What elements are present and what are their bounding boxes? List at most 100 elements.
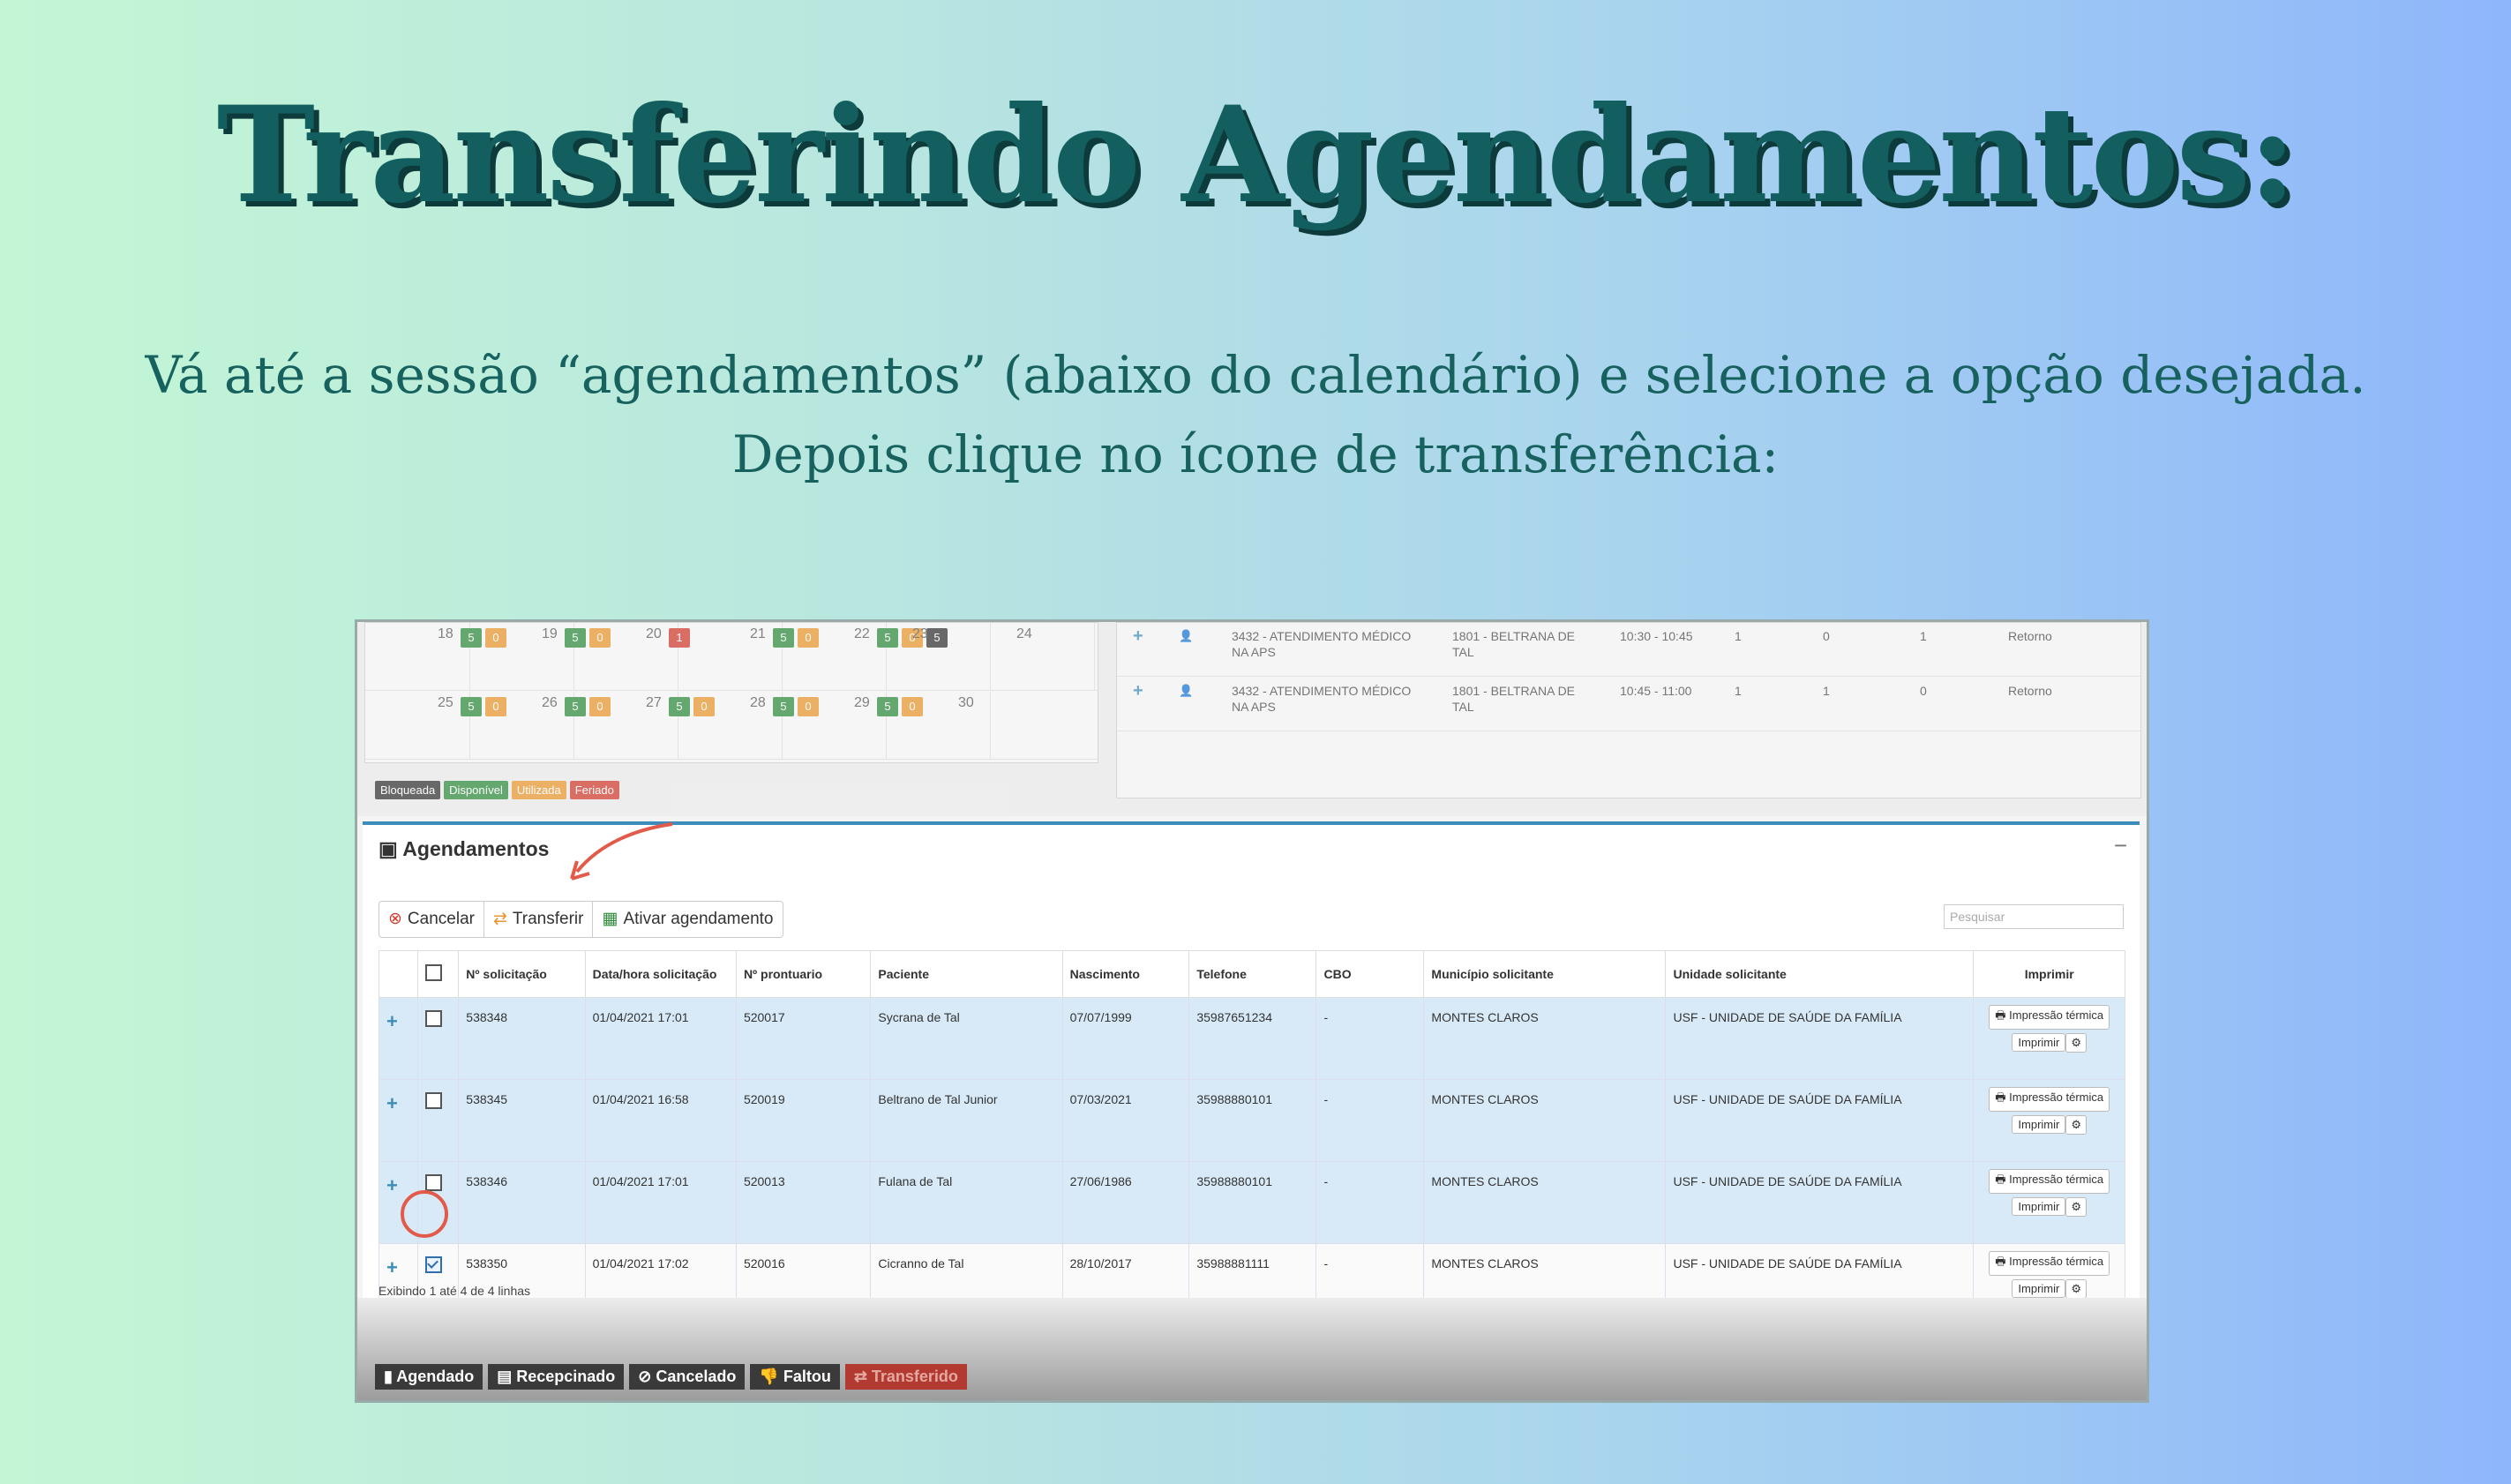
table-cell: 538346: [458, 1161, 586, 1244]
column-header[interactable]: Imprimir: [1973, 950, 2125, 998]
availability-badge: 5: [565, 697, 586, 716]
activate-label: Ativar agendamento: [623, 910, 774, 928]
calendar-day[interactable]: 30: [886, 692, 991, 759]
column-header[interactable]: Nº solicitação: [458, 950, 586, 998]
availability-badge: 5: [877, 697, 898, 716]
slot-cell: 0: [1823, 629, 1830, 643]
slot-cell: 0: [1920, 684, 1927, 698]
thermal-print-button[interactable]: 🖶 Impressão térmica: [1989, 1169, 2110, 1194]
thermal-print-button[interactable]: 🖶 Impressão térmica: [1989, 1251, 2110, 1276]
checkbox-cell: [417, 997, 460, 1080]
column-header[interactable]: Telefone: [1188, 950, 1317, 998]
column-header[interactable]: Paciente: [870, 950, 1063, 998]
table-cell: MONTES CLAROS: [1423, 997, 1667, 1080]
status-legend: ▮ Agendado▤ Recepcinado⊘ Cancelado👎 Falt…: [375, 1364, 972, 1390]
slot-cell: 1: [1735, 629, 1742, 643]
column-header[interactable]: Nascimento: [1061, 950, 1190, 998]
availability-badge: 1: [669, 628, 690, 648]
status-agendado[interactable]: ▮ Agendado: [375, 1364, 483, 1390]
calendar-day-number: 25: [438, 695, 453, 710]
availability-badge: 5: [877, 628, 898, 648]
calendar-day-number: 24: [1016, 626, 1032, 641]
user-plus-icon[interactable]: 👤: [1179, 629, 1194, 642]
availability-badge: 0: [589, 628, 611, 648]
expand-icon[interactable]: +: [386, 1092, 398, 1114]
column-header[interactable]: Nº prontuario: [735, 950, 872, 998]
gear-icon[interactable]: ⚙: [2065, 1033, 2087, 1053]
calendar-day[interactable]: 23: [886, 623, 991, 690]
gear-icon[interactable]: ⚙: [2065, 1279, 2087, 1299]
legend-item: Utilizada: [511, 781, 566, 799]
slot-cell: 1801 - BELTRANA DE TAL: [1452, 629, 1576, 659]
transfer-icon: ⇄: [492, 910, 507, 928]
cancel-button[interactable]: ⊗Cancelar: [379, 902, 484, 937]
calendar-day[interactable]: 24: [990, 623, 1095, 690]
column-header[interactable]: Data/hora solicitação: [584, 950, 737, 998]
availability-badge: 0: [485, 628, 506, 648]
thermal-print-button[interactable]: 🖶 Impressão térmica: [1989, 1087, 2110, 1112]
column-header[interactable]: Município solicitante: [1423, 950, 1667, 998]
expand-icon[interactable]: +: [1133, 626, 1143, 646]
table-cell: -: [1315, 997, 1425, 1080]
column-header[interactable]: Unidade solicitante: [1665, 950, 1975, 998]
select-all-checkbox[interactable]: [425, 964, 443, 981]
activate-button[interactable]: ▦Ativar agendamento: [593, 902, 782, 937]
availability-badge: 5: [773, 697, 794, 716]
status-cancelado[interactable]: ⊘ Cancelado: [629, 1364, 746, 1390]
print-button[interactable]: Imprimir: [2012, 1033, 2066, 1052]
row-checkbox[interactable]: [425, 1092, 443, 1109]
expand-icon[interactable]: +: [386, 1010, 398, 1032]
row-checkbox[interactable]: [425, 1256, 443, 1273]
search-input[interactable]: Pesquisar: [1944, 904, 2124, 929]
column-header[interactable]: CBO: [1315, 950, 1425, 998]
availability-badge: 0: [693, 697, 715, 716]
table-cell: 520013: [735, 1161, 872, 1244]
expand-icon[interactable]: +: [386, 1256, 398, 1278]
print-button[interactable]: Imprimir: [2012, 1197, 2066, 1216]
table-cell: 01/04/2021 16:58: [584, 1079, 737, 1162]
print-button[interactable]: Imprimir: [2012, 1115, 2066, 1134]
table-cell: USF - UNIDADE DE SAÚDE DA FAMÍLIA: [1665, 997, 1975, 1080]
table-cell: MONTES CLAROS: [1423, 1161, 1667, 1244]
status-recepcinado[interactable]: ▤ Recepcinado: [488, 1364, 625, 1390]
user-plus-icon[interactable]: 👤: [1179, 684, 1194, 697]
collapse-button[interactable]: −: [2113, 832, 2127, 858]
expand-icon[interactable]: +: [1133, 681, 1143, 701]
slot-cell: 1: [1823, 684, 1830, 698]
gear-icon[interactable]: ⚙: [2065, 1115, 2087, 1135]
table-cell: 35988880101: [1188, 1079, 1317, 1162]
expand-cell: +: [378, 1079, 419, 1162]
gear-icon[interactable]: ⚙: [2065, 1197, 2087, 1217]
status-transferido[interactable]: ⇄ Transferido: [844, 1364, 967, 1390]
row-checkbox[interactable]: [425, 1174, 443, 1191]
expand-icon[interactable]: +: [386, 1174, 398, 1196]
availability-badge: 0: [798, 628, 819, 648]
slot-cell: 1801 - BELTRANA DE TAL: [1452, 684, 1576, 714]
status-faltou[interactable]: 👎 Faltou: [750, 1364, 840, 1390]
transfer-button[interactable]: ⇄Transferir: [484, 902, 594, 937]
calendar-day-number: 26: [542, 695, 558, 710]
print-button[interactable]: Imprimir: [2012, 1279, 2066, 1298]
table-cell: Sycrana de Tal: [870, 997, 1063, 1080]
thermal-print-button[interactable]: 🖶 Impressão térmica: [1989, 1005, 2110, 1030]
row-checkbox[interactable]: [425, 1010, 443, 1027]
